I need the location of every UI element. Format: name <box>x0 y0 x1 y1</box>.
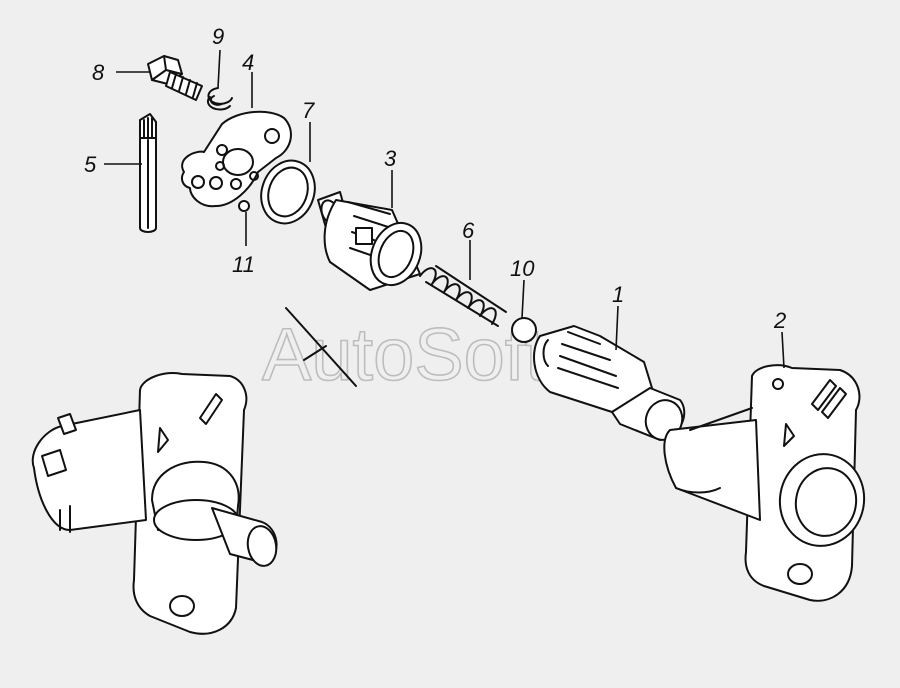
part-1-plunger <box>533 325 686 441</box>
callout-11: 11 <box>232 252 255 277</box>
assembled-unit-left <box>31 372 278 635</box>
watermark-text: AutoSoft <box>262 313 546 396</box>
section-line-marker <box>285 307 357 387</box>
callout-7: 7 <box>302 98 315 123</box>
callout-2: 2 <box>773 308 786 333</box>
leader-9 <box>217 49 221 89</box>
part-8-bolt <box>147 55 203 101</box>
callout-8: 8 <box>92 60 105 85</box>
part-10-ball <box>511 317 537 343</box>
leader-1 <box>615 305 619 351</box>
callout-9: 9 <box>212 24 224 49</box>
callout-4: 4 <box>242 50 254 75</box>
part-7-o-ring <box>260 159 316 225</box>
part-5-pin <box>139 113 157 233</box>
callout-6: 6 <box>462 218 475 243</box>
leader-10 <box>521 279 525 319</box>
part-11-ball <box>238 200 250 212</box>
part-3-sleeve <box>317 191 423 291</box>
part-4-gasket <box>181 110 292 208</box>
callout-5: 5 <box>84 152 97 177</box>
callout-1: 1 <box>612 282 624 307</box>
part-2-housing <box>663 364 866 602</box>
callout-3: 3 <box>384 146 397 171</box>
leader-2 <box>781 331 785 369</box>
callout-10: 10 <box>510 256 535 281</box>
part-9-washer <box>206 87 233 111</box>
part-6-spring <box>419 265 507 327</box>
